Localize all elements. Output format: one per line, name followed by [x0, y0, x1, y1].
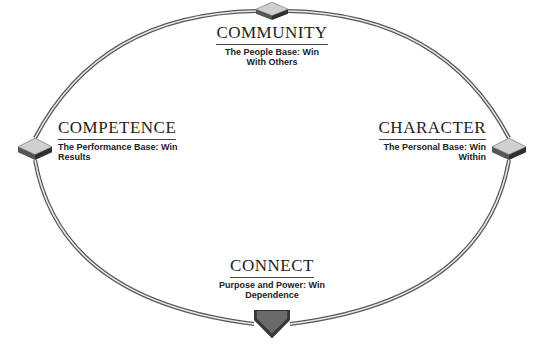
- arc-outer: [35, 160, 254, 324]
- plate-body: [254, 310, 290, 338]
- base-heading: CONNECT: [230, 256, 314, 278]
- base-shape: [256, 2, 288, 20]
- heading-row: COMMUNITY: [205, 23, 340, 47]
- heading-row: COMPETENCE: [58, 118, 218, 142]
- base-top: [18, 138, 52, 155]
- heading-row: CONNECT: [198, 256, 346, 280]
- base-heading: CHARACTER: [379, 118, 486, 140]
- base-subtitle: The Performance Base: Win Results: [58, 142, 178, 162]
- base-shape: [18, 138, 52, 160]
- base-subtitle: Purpose and Power: Win Dependence: [218, 280, 326, 300]
- base-subtitle: The People Base: Win With Others: [225, 47, 320, 67]
- base-node: CHARACTERThe Personal Base: Win Within: [492, 138, 526, 160]
- base-label: COMPETENCEThe Performance Base: Win Resu…: [58, 118, 218, 164]
- arc-outer: [290, 160, 509, 324]
- base-subtitle: The Personal Base: Win Within: [380, 142, 486, 162]
- heading-row: CHARACTER: [340, 118, 486, 142]
- base-node: COMPETENCEThe Performance Base: Win Resu…: [18, 138, 52, 160]
- base-label: CONNECTPurpose and Power: Win Dependence: [198, 256, 346, 302]
- baseline-arc: [35, 160, 254, 324]
- plate-face: [257, 311, 287, 333]
- base-shape: [492, 138, 526, 160]
- arc-inner: [290, 160, 509, 324]
- baseline-arc: [290, 160, 509, 324]
- base-node: COMMUNITYThe People Base: Win With Other…: [256, 2, 288, 20]
- base-node: CONNECTPurpose and Power: Win Dependence: [254, 310, 290, 338]
- subtitle-row: The Performance Base: Win Results: [58, 142, 218, 164]
- base-top: [256, 2, 288, 16]
- base-heading: COMMUNITY: [216, 23, 327, 45]
- base-top: [492, 138, 526, 155]
- base-heading: COMPETENCE: [58, 118, 176, 140]
- home-plate-shape: [254, 310, 290, 338]
- base-label: CHARACTERThe Personal Base: Win Within: [340, 118, 486, 164]
- base-label: COMMUNITYThe People Base: Win With Other…: [205, 23, 340, 69]
- subtitle-row: The Personal Base: Win Within: [340, 142, 486, 164]
- subtitle-row: Purpose and Power: Win Dependence: [198, 280, 346, 302]
- subtitle-row: The People Base: Win With Others: [205, 47, 340, 69]
- arc-inner: [35, 160, 254, 324]
